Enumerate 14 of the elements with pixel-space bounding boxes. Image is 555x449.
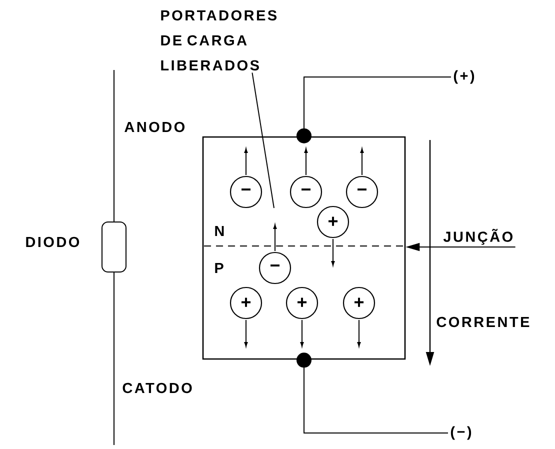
terminal-label: JUNÇÃO xyxy=(443,228,512,245)
crystal-box xyxy=(202,136,406,360)
part-label: P xyxy=(215,263,224,273)
part-label: ANODO xyxy=(124,122,185,132)
part-label: CORRENTE xyxy=(436,316,530,328)
part-label: N xyxy=(215,226,224,236)
callout-text: PORTADORES DE CARGA LIBERADOS xyxy=(161,10,277,70)
leader-line xyxy=(252,72,274,208)
part-label: CATODO xyxy=(122,382,192,394)
lead-wire xyxy=(296,76,452,144)
terminal-label: (−) xyxy=(450,426,472,440)
part-label: DIODO xyxy=(26,236,80,248)
lead-wire xyxy=(296,352,448,434)
terminal-label: (+) xyxy=(454,70,474,84)
